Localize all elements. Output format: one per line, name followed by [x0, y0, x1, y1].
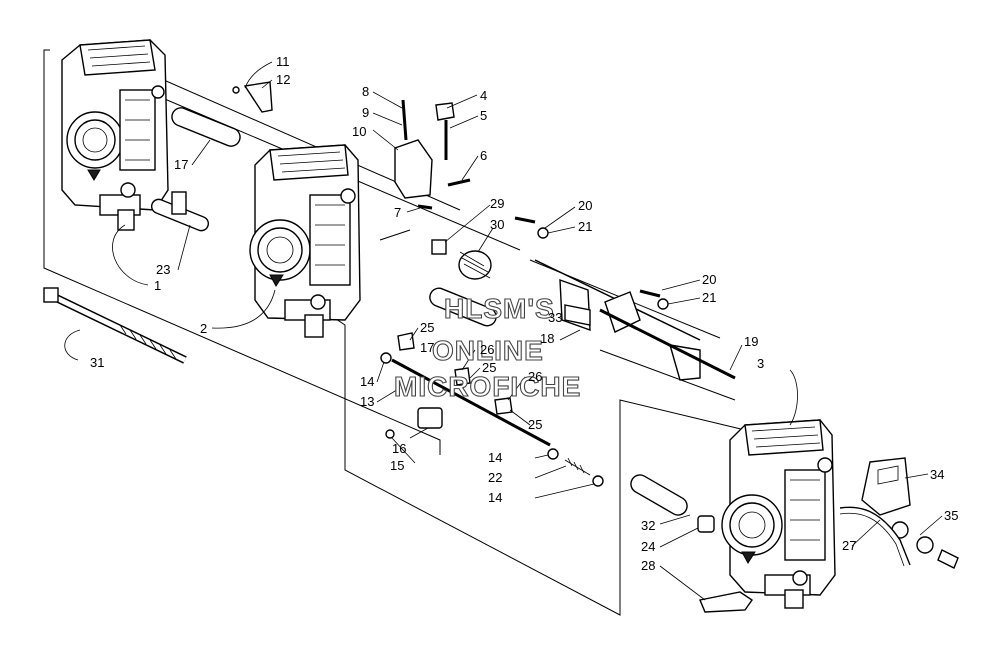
callout-20a: 20 [578, 198, 592, 213]
callout-35: 35 [944, 508, 958, 523]
callout-22: 22 [488, 470, 502, 485]
callout-32: 32 [641, 518, 655, 533]
callout-17a: 17 [174, 157, 188, 172]
callout-8: 8 [362, 84, 369, 99]
small-parts [43, 81, 959, 613]
callout-2: 2 [200, 321, 207, 336]
callout-10: 10 [352, 124, 366, 139]
callout-25b: 25 [482, 360, 496, 375]
callout-3: 3 [757, 356, 764, 371]
callout-6: 6 [480, 148, 487, 163]
callout-14c: 14 [488, 490, 502, 505]
callout-25c: 25 [528, 417, 542, 432]
callout-1: 1 [154, 278, 161, 293]
callout-13: 13 [360, 394, 374, 409]
callout-27: 27 [842, 538, 856, 553]
callout-11: 11 [276, 54, 290, 69]
callout-16: 16 [392, 441, 406, 456]
callout-14b: 14 [488, 450, 502, 465]
watermark-line-2: ONLINE [432, 335, 544, 366]
callout-7: 7 [394, 205, 401, 220]
callout-29: 29 [490, 196, 504, 211]
callout-18: 18 [540, 331, 554, 346]
carburetor-2 [249, 144, 361, 338]
callout-19: 19 [744, 334, 758, 349]
callout-31: 31 [90, 355, 104, 370]
callout-21b: 21 [702, 290, 716, 305]
callout-33: 33 [548, 310, 562, 325]
leader-lines [64, 61, 943, 601]
callout-26b: 26 [528, 369, 542, 384]
callout-17b: 17 [420, 340, 434, 355]
callout-20b: 20 [702, 272, 716, 287]
callout-12: 12 [276, 72, 290, 87]
callout-25a: 25 [420, 320, 434, 335]
callout-14a: 14 [360, 374, 374, 389]
watermark-line-1: HLSM'S [444, 293, 555, 324]
callout-23: 23 [156, 262, 170, 277]
callout-28: 28 [641, 558, 655, 573]
callout-15: 15 [390, 458, 404, 473]
callout-30: 30 [490, 217, 504, 232]
carburetor-3 [721, 419, 836, 609]
callout-labels: 1 2 3 4 5 6 7 8 9 10 11 12 13 14 14 14 1… [90, 54, 958, 573]
callout-9: 9 [362, 105, 369, 120]
callout-24: 24 [641, 539, 655, 554]
callout-5: 5 [480, 108, 487, 123]
callout-34: 34 [930, 467, 944, 482]
carburetor-1 [61, 39, 169, 231]
callout-4: 4 [480, 88, 487, 103]
watermark-line-3: MICROFICHE [394, 371, 581, 402]
watermark: HLSM'S ONLINE MICROFICHE [393, 292, 581, 402]
callout-26a: 26 [480, 342, 494, 357]
callout-21a: 21 [578, 219, 592, 234]
